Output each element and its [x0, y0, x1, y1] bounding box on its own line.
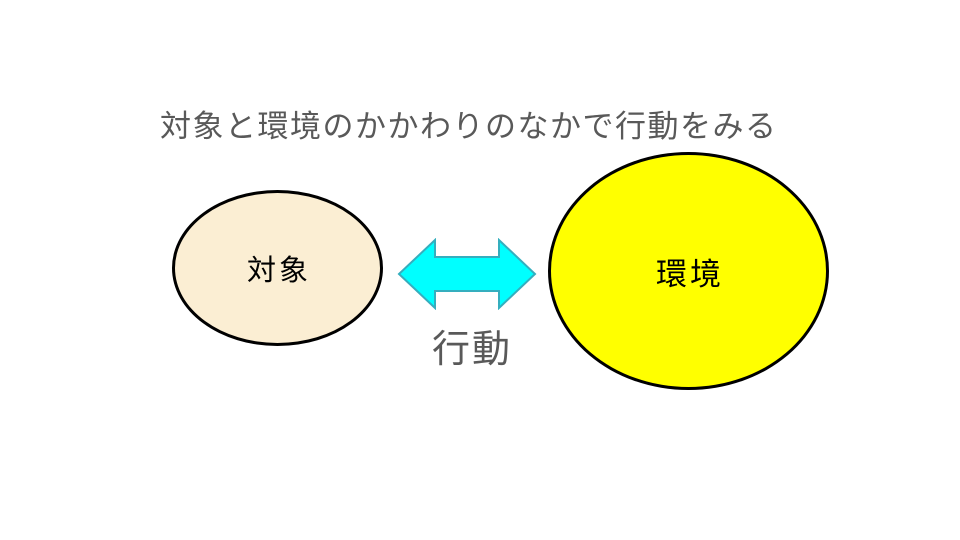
double-arrow-icon — [397, 238, 537, 310]
subject-ellipse-label: 対象 — [246, 253, 311, 287]
environment-ellipse-label: 環境 — [656, 256, 724, 293]
slide-title: 対象と環境のかかわりのなかで行動をみる — [160, 109, 778, 145]
subject-ellipse: 対象 — [172, 190, 383, 346]
double-arrow-shape — [397, 238, 537, 310]
environment-ellipse: 環境 — [548, 152, 829, 390]
arrow-label: 行動 — [431, 327, 512, 371]
